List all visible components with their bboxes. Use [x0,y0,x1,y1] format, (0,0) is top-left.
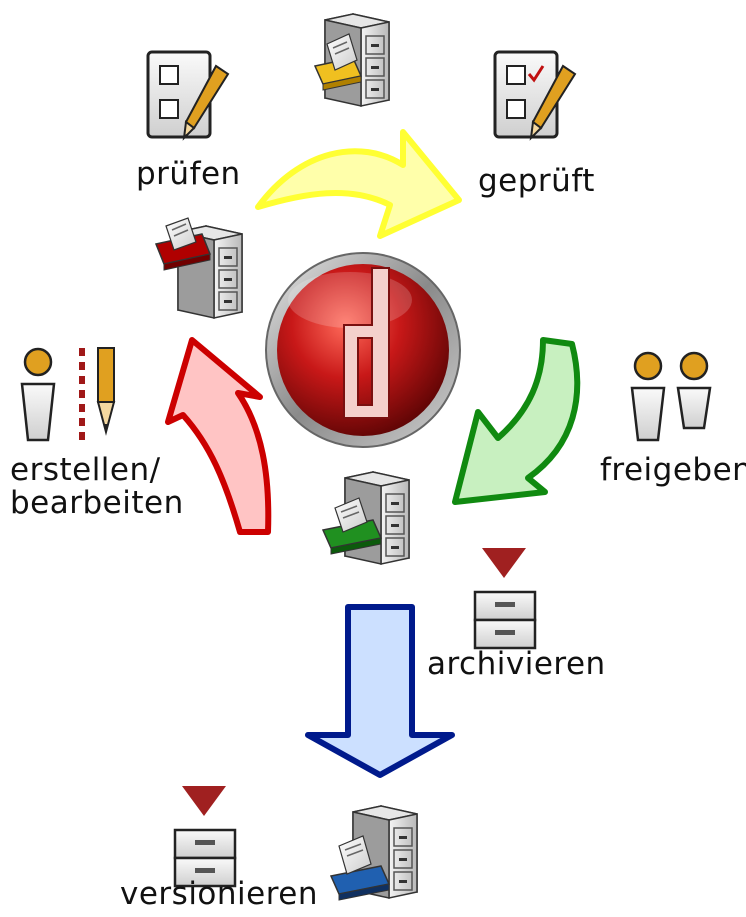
cabinet-red-icon [154,217,243,319]
arrow-erstellen-red [165,337,272,535]
checklist-checked-icon [493,50,577,141]
arrow-archivieren-blue [305,604,455,778]
docs-logo [265,252,461,448]
cabinet-yellow-icon [313,13,390,107]
archive-marker-icon [473,548,537,650]
checklist-pencil-icon [146,50,230,141]
version-marker-icon [173,786,237,888]
arrow-freigeben-green [452,337,581,505]
label-erstellen: erstellen/ [10,452,161,488]
author-pencil-icon [20,347,116,444]
cabinet-green-icon [321,471,410,565]
label-versionieren: versionieren [120,876,319,912]
arrow-pruefen-to-geprueft [255,129,462,239]
label-freigeben: freigeben [600,452,746,488]
label-archivieren: archivieren [427,646,606,682]
label-pruefen: prüfen [136,156,241,192]
cabinet-blue-icon [329,805,418,901]
label-bearbeiten: bearbeiten [10,485,184,521]
approvers-icon [630,351,712,442]
label-geprueft: geprüft [478,163,595,199]
